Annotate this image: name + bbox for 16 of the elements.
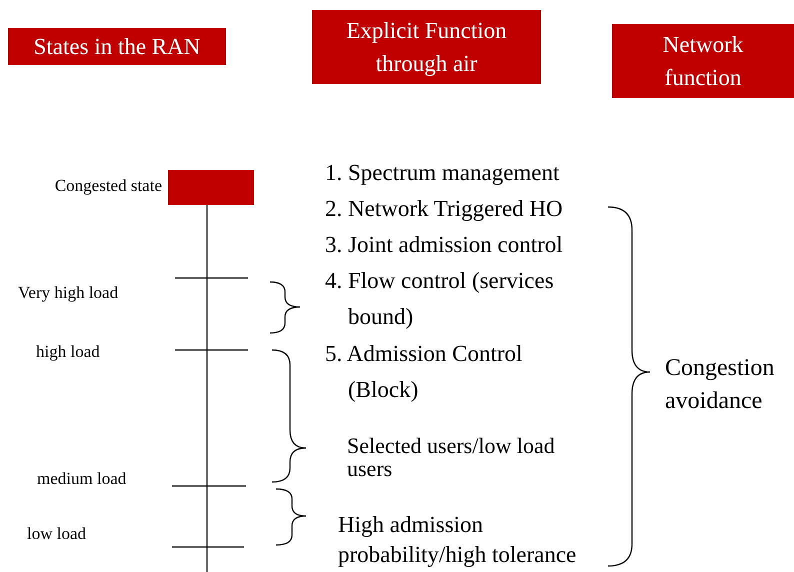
brace-label: High admission probability/high tolerance (338, 511, 578, 569)
load-level-label: low load (27, 523, 88, 545)
list-item: 1. Spectrum management (325, 159, 560, 187)
list-item: 3. Joint admission control (325, 231, 564, 259)
load-level-label: high load (36, 341, 101, 363)
brace-label: Selected users/low load users (347, 434, 556, 480)
list-item: 2. Network Triggered HO (325, 195, 564, 223)
list-item: 5. Admission Control (Block) (325, 340, 524, 404)
group-label: Congestion avoidance (665, 354, 776, 416)
header-box: States in the RAN (8, 28, 226, 65)
list-item: 4. Flow control (services bound) (325, 267, 555, 331)
state-label: Congested state (54, 175, 162, 197)
load-level-label: Very high load (18, 282, 120, 304)
header-box: Network function (612, 24, 794, 98)
header-box: Explicit Function through air (312, 10, 541, 84)
load-level-label: medium load (37, 468, 128, 490)
